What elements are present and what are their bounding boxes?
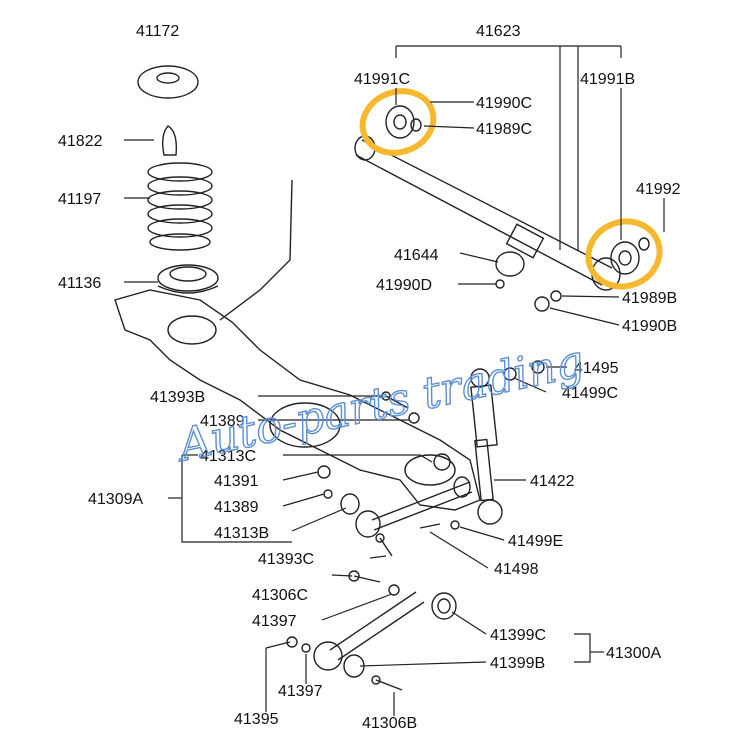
label-41644: 41644 [394,247,439,264]
label-41499c: 41499C [562,385,618,402]
highlight-ring-41991c [359,88,437,156]
bushing-41313b [340,493,360,515]
label-41197: 41197 [58,191,101,208]
nut-41395 [286,636,298,648]
label-41499e: 41499E [508,533,563,550]
label-41389-upper: 41389 [200,413,245,430]
label-41300a: 41300A [606,645,661,662]
label-41172: 41172 [136,23,179,40]
bracket-41644 [495,251,525,277]
upper-control-arm [355,476,473,538]
label-41306b: 41306B [362,715,417,732]
lower-control-arm [313,591,457,671]
label-41395: 41395 [234,711,279,728]
label-41991b: 41991B [580,71,635,88]
label-41991c: 41991C [354,71,410,88]
bushing-41313c [433,453,451,471]
washer-41397-lower [301,643,311,653]
label-41399c: 41399C [490,627,546,644]
label-41990d: 41990D [376,277,432,294]
label-41306c: 41306C [252,587,308,604]
leader-lines [124,45,665,716]
shock-absorber-41422 [470,368,503,525]
label-41393c: 41393C [258,551,314,568]
label-41990c: 41990C [476,95,532,112]
label-41623: 41623 [476,23,521,40]
washer-41389-upper [408,412,420,424]
nut-41495 [531,360,545,374]
nut-41990b [534,296,550,312]
label-41397-upper: 41397 [252,613,297,630]
label-41391: 41391 [214,473,259,490]
label-41422: 41422 [530,473,575,490]
bump-stopper-41822 [161,125,178,156]
label-41397-lower: 41397 [278,683,323,700]
watermark-text: Auto-parts trading [170,336,588,472]
coil-spring-41197 [147,162,213,251]
bolt-41393c [375,533,393,557]
label-41990b: 41990B [622,318,677,335]
label-41313b: 41313B [214,525,269,542]
washer-41389-lower [323,489,333,499]
label-41989b: 41989B [622,290,677,307]
label-41989c: 41989C [476,121,532,138]
spring-pad-41136 [157,264,219,294]
label-41389-lower: 41389 [214,499,259,516]
label-41313c: 41313C [200,448,256,465]
spring-seat-41172 [137,65,199,99]
label-41992: 41992 [636,181,681,198]
bolt-41306b [371,675,403,691]
washer-41499e [450,520,460,530]
bushing-41991b [610,237,650,275]
bolt-41498 [419,523,441,529]
washer-41499c [503,367,517,381]
nut-41990d [495,279,505,289]
washer-41397-upper [388,584,400,596]
axle-housing [114,179,481,511]
label-41399b: 41399B [490,655,545,672]
lateral-rod-41623 [354,135,621,291]
label-41393b: 41393B [150,389,205,406]
bushing-41399c [437,598,451,614]
label-41136: 41136 [58,275,101,292]
label-41822: 41822 [58,133,103,150]
label-41309a: 41309A [88,491,143,508]
bushing-41991c [385,105,422,139]
nut-41391 [317,465,331,479]
highlight-ring-41991b [585,218,663,290]
label-41495: 41495 [574,360,619,377]
washer-41989b [550,290,562,302]
bolt-41306c [348,570,381,583]
label-41498: 41498 [494,561,539,578]
